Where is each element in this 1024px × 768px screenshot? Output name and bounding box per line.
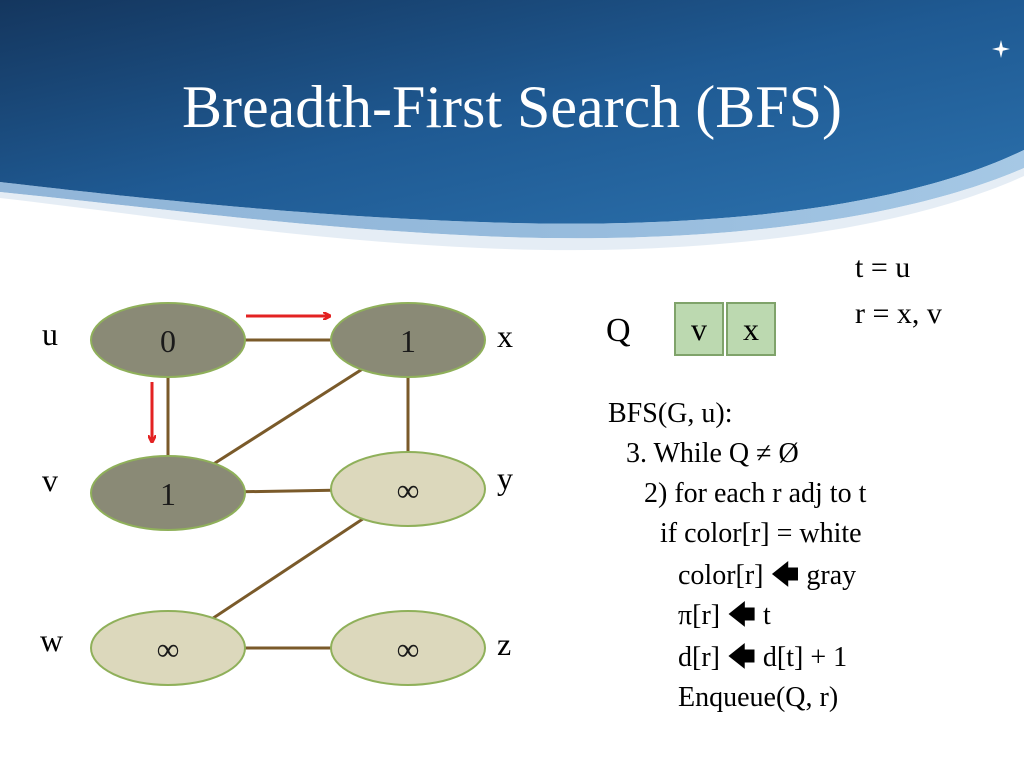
node-shape	[90, 610, 246, 686]
node-v: 1	[90, 455, 246, 531]
queue-item: x	[726, 302, 776, 356]
node-u: 0	[90, 302, 246, 378]
node-y: ∞	[330, 451, 486, 527]
node-value: ∞	[157, 631, 180, 667]
node-label-u: u	[42, 316, 58, 352]
node-value: 1	[160, 476, 176, 512]
node-x: 1	[330, 302, 486, 378]
code-line: 2) for each r adj to t	[644, 478, 867, 509]
code-line: if color[r] = white	[660, 518, 862, 549]
star-icon	[992, 40, 1010, 58]
node-label-z: z	[497, 626, 512, 662]
node-value: 1	[400, 323, 416, 359]
node-value: ∞	[397, 631, 420, 667]
code-line: Enqueue(Q, r)	[678, 682, 839, 713]
node-shape	[90, 455, 246, 531]
code-line: π[r] 🡄 t	[678, 600, 771, 631]
node-shape	[90, 302, 246, 378]
node-label-y: y	[497, 460, 513, 496]
code-line: d[r] 🡄 d[t] + 1	[678, 642, 848, 673]
code-line: BFS(G, u):	[608, 398, 733, 429]
var-line: r = x, v	[855, 297, 942, 330]
slide-header-background	[0, 0, 1024, 251]
node-value: ∞	[397, 472, 420, 508]
node-shape	[330, 451, 486, 527]
node-shape	[330, 610, 486, 686]
node-shape	[330, 302, 486, 378]
var-line: t = u	[855, 251, 911, 284]
node-w: ∞	[90, 610, 246, 686]
queue-label: Q	[606, 312, 631, 349]
queue-item: v	[674, 302, 724, 356]
node-label-x: x	[497, 318, 513, 354]
code-line: color[r] 🡄 gray	[678, 560, 857, 591]
node-value: 0	[160, 323, 176, 359]
slide-title: Breadth-First Search (BFS)	[182, 74, 842, 140]
code-line: 3. While Q ≠ Ø	[626, 438, 799, 469]
node-label-v: v	[42, 462, 58, 498]
node-z: ∞	[330, 610, 486, 686]
node-label-w: w	[40, 622, 64, 658]
